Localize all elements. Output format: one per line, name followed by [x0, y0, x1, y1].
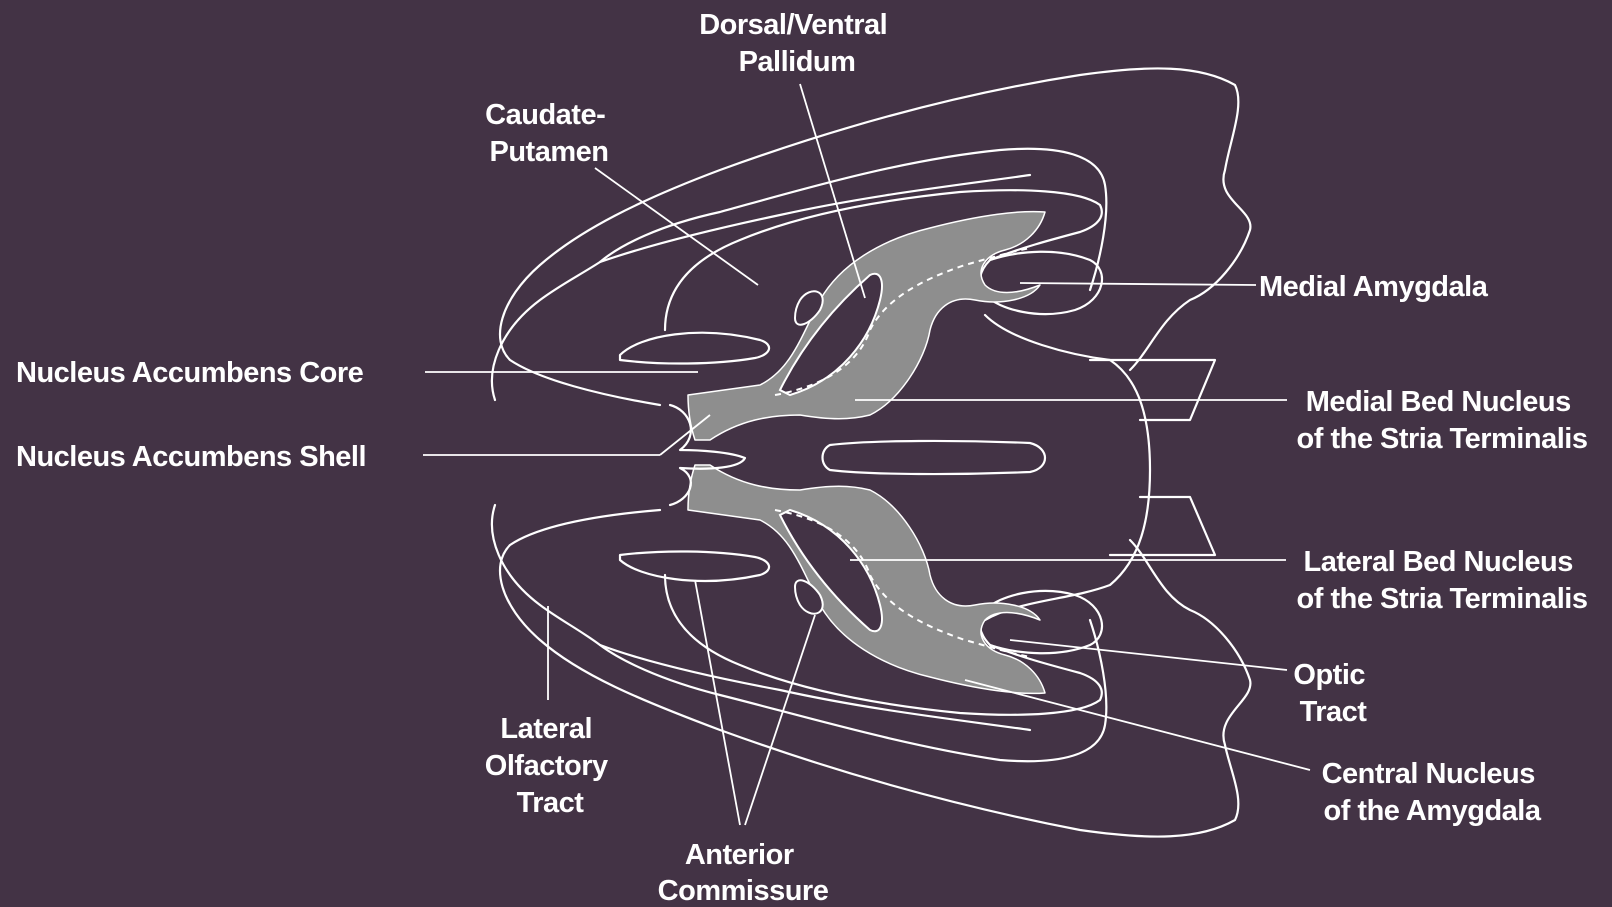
- label-medial-bnst: Medial Bed Nucleus of the Stria Terminal…: [1297, 386, 1588, 455]
- label-nucleus-accumbens-shell: Nucleus Accumbens Shell: [16, 441, 366, 473]
- label-optic-tract-line-1: Optic: [1293, 659, 1365, 691]
- label-caudate-putamen: Caudate- Putamen: [485, 99, 613, 168]
- hypothalamus-box-bottom: [1110, 497, 1215, 555]
- label-lot-line-1: Lateral: [500, 713, 592, 745]
- label-lateral-bnst-line-2: of the Stria Terminalis: [1297, 583, 1588, 615]
- label-central-amygdala: Central Nucleus of the Amygdala: [1322, 758, 1543, 827]
- label-caudate-line-1: Caudate-: [485, 99, 605, 131]
- label-pallidum-line-2: Pallidum: [739, 46, 856, 78]
- label-nucleus-accumbens-core: Nucleus Accumbens Core: [16, 357, 364, 389]
- label-nac-core-line-1: Nucleus Accumbens Core: [16, 357, 364, 389]
- anterior-commissure-bottom: [620, 551, 769, 580]
- label-nac-shell-line-1: Nucleus Accumbens Shell: [16, 441, 366, 473]
- label-ac-line-2: Commissure: [658, 875, 829, 907]
- label-anterior-commissure: Anterior Commissure: [658, 839, 829, 907]
- label-lateral-olfactory-tract: Lateral Olfactory Tract: [485, 713, 615, 819]
- label-lateral-bnst-line-1: Lateral Bed Nucleus: [1304, 546, 1573, 578]
- hypothalamus-box-top: [1090, 360, 1215, 420]
- label-pallidum-line-1: Dorsal/Ventral: [699, 9, 887, 41]
- label-medial-bnst-line-2: of the Stria Terminalis: [1297, 423, 1588, 455]
- label-lot-line-2: Olfactory: [485, 750, 608, 782]
- label-lot-line-3: Tract: [517, 787, 585, 819]
- anterior-commissure-top: [620, 333, 769, 364]
- label-pallidum: Dorsal/Ventral Pallidum: [699, 9, 895, 78]
- label-caudate-line-2: Putamen: [490, 136, 609, 168]
- label-central-amygdala-line-2: of the Amygdala: [1323, 795, 1541, 827]
- ventricle-center: [823, 441, 1046, 474]
- label-medial-amygdala: Medial Amygdala: [1259, 271, 1489, 303]
- label-lateral-bnst: Lateral Bed Nucleus of the Stria Termina…: [1297, 546, 1588, 615]
- label-ac-line-1: Anterior: [685, 839, 794, 871]
- label-optic-tract: Optic Tract: [1293, 659, 1372, 728]
- label-medial-bnst-line-1: Medial Bed Nucleus: [1306, 386, 1571, 418]
- label-medial-amygdala-line-1: Medial Amygdala: [1259, 271, 1489, 303]
- label-central-amygdala-line-1: Central Nucleus: [1322, 758, 1535, 790]
- label-optic-tract-line-2: Tract: [1300, 696, 1368, 728]
